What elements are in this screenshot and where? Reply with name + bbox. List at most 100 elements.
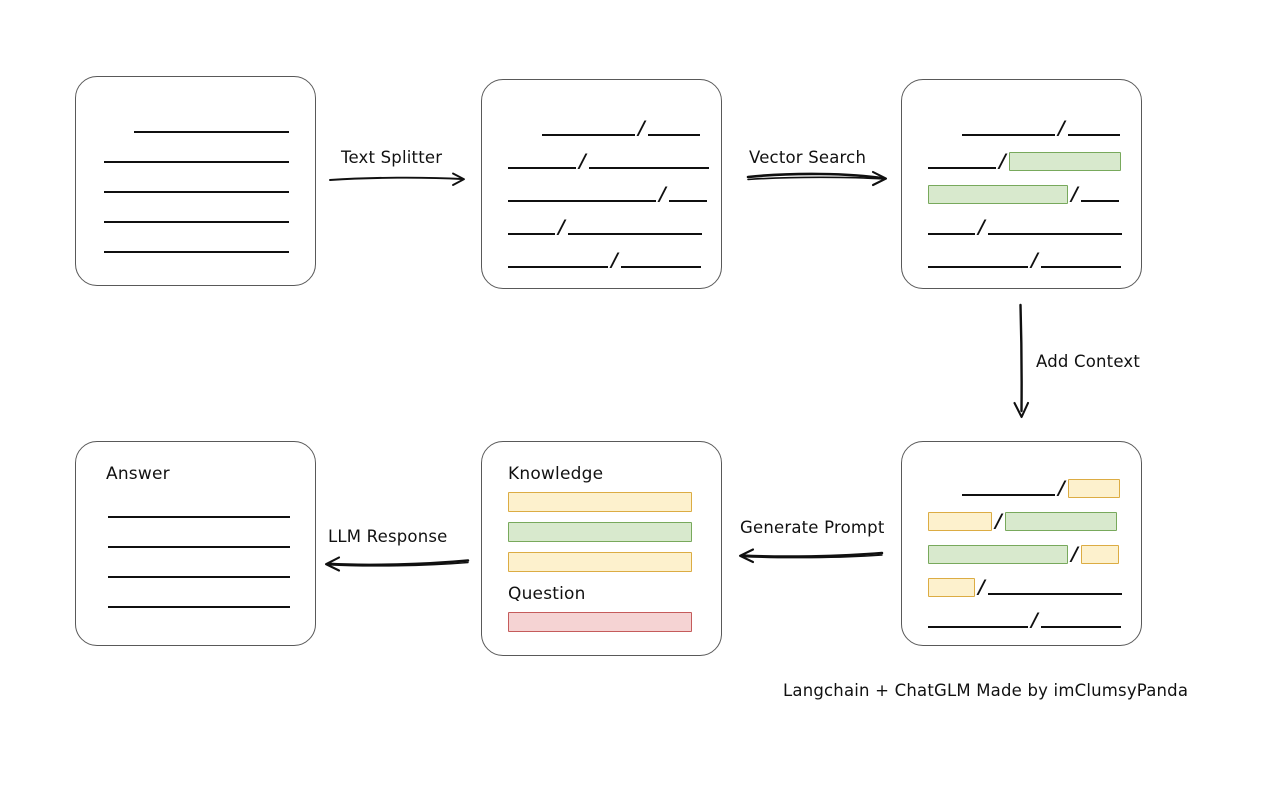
doc-row: / xyxy=(542,118,700,138)
chunk-separator-slash: / xyxy=(1071,183,1078,205)
chunk-highlight-yellow xyxy=(928,511,992,531)
doc-row: / xyxy=(962,478,1120,498)
text-line xyxy=(108,576,290,578)
doc-row xyxy=(134,115,289,135)
doc-row: / xyxy=(508,250,701,270)
text-line xyxy=(647,134,700,136)
arrow-text-splitter xyxy=(329,172,465,186)
text-line xyxy=(987,233,1122,235)
footer-credit: Langchain + ChatGLM Made by imClumsyPand… xyxy=(783,681,1189,700)
arrow-generate-prompt xyxy=(738,548,884,564)
generated-prompt-box[interactable]: Knowledge Question xyxy=(481,441,722,656)
chunk-separator-slash: / xyxy=(978,216,985,238)
chunk-separator-slash: / xyxy=(558,216,565,238)
chunk-separator-slash: / xyxy=(638,117,645,139)
knowledge-bar-2 xyxy=(508,522,692,542)
doc-row xyxy=(104,235,289,255)
context-added-box[interactable]: / / / / / xyxy=(901,441,1142,646)
edge-label-add-context: Add Context xyxy=(1036,352,1141,371)
chunk-separator-slash: / xyxy=(1031,609,1038,631)
doc-row: / xyxy=(928,511,1117,531)
text-line xyxy=(104,251,289,253)
question-bar-1 xyxy=(508,612,692,632)
doc-row: / xyxy=(962,118,1120,138)
edge-label-llm-response: LLM Response xyxy=(328,527,448,546)
arrow-vector-search xyxy=(746,170,888,187)
chunk-highlight-yellow xyxy=(1067,478,1120,498)
chunk-separator-slash: / xyxy=(1071,543,1078,565)
doc-row: / xyxy=(928,151,1121,171)
text-line xyxy=(1040,626,1121,628)
knowledge-label: Knowledge xyxy=(508,464,604,484)
edge-label-generate-prompt: Generate Prompt xyxy=(740,518,885,537)
text-line xyxy=(508,233,555,235)
text-line xyxy=(108,606,290,608)
chunk-separator-slash: / xyxy=(1058,477,1065,499)
text-line xyxy=(1080,200,1119,202)
text-line xyxy=(668,200,707,202)
chunk-separator-slash: / xyxy=(995,510,1002,532)
chunk-highlight-green xyxy=(928,544,1068,564)
text-line xyxy=(928,266,1028,268)
knowledge-bar-3 xyxy=(508,552,692,572)
text-line xyxy=(508,200,656,202)
chunk-highlight-green xyxy=(1008,151,1121,171)
edge-label-text-splitter: Text Splitter xyxy=(341,148,443,167)
arrow-add-context xyxy=(1013,303,1030,419)
answer-box[interactable]: Answer xyxy=(75,441,316,646)
doc-row: / xyxy=(508,151,709,171)
chunk-separator-slash: / xyxy=(611,249,618,271)
text-line xyxy=(134,131,289,133)
doc-row xyxy=(108,560,290,580)
doc-row: / xyxy=(928,544,1119,564)
text-line xyxy=(108,546,290,548)
doc-row: / xyxy=(508,217,702,237)
doc-row xyxy=(108,500,290,520)
chunk-separator-slash: / xyxy=(999,150,1006,172)
vector-search-results-box[interactable]: / / / / / xyxy=(901,79,1142,289)
text-line xyxy=(104,191,289,193)
edge-label-vector-search: Vector Search xyxy=(749,148,867,167)
chunk-separator-slash: / xyxy=(659,183,666,205)
text-line xyxy=(104,221,289,223)
chunk-separator-slash: / xyxy=(579,150,586,172)
text-line xyxy=(962,494,1055,496)
doc-row xyxy=(104,145,289,165)
answer-title: Answer xyxy=(106,464,170,484)
chunk-separator-slash: / xyxy=(1058,117,1065,139)
doc-row: / xyxy=(928,184,1119,204)
doc-row xyxy=(104,175,289,195)
chunk-highlight-yellow xyxy=(1080,544,1119,564)
doc-row: / xyxy=(928,577,1122,597)
text-line xyxy=(508,167,576,169)
doc-row xyxy=(108,530,290,550)
doc-row: / xyxy=(508,184,707,204)
text-line xyxy=(620,266,701,268)
chunk-highlight-green xyxy=(928,184,1068,204)
text-line xyxy=(1040,266,1121,268)
doc-row xyxy=(108,590,290,610)
knowledge-bar-1 xyxy=(508,492,692,512)
text-line xyxy=(542,134,635,136)
arrow-llm-response xyxy=(324,556,470,572)
chunk-separator-slash: / xyxy=(978,576,985,598)
doc-row: / xyxy=(928,250,1121,270)
text-line xyxy=(928,626,1028,628)
text-line xyxy=(928,167,996,169)
text-line xyxy=(108,516,290,518)
source-document-box[interactable] xyxy=(75,76,316,286)
text-line xyxy=(567,233,702,235)
doc-row xyxy=(104,205,289,225)
chunk-highlight-yellow xyxy=(928,577,975,597)
doc-row: / xyxy=(928,217,1122,237)
chunk-highlight-green xyxy=(1004,511,1117,531)
text-line xyxy=(928,233,975,235)
text-line xyxy=(987,593,1122,595)
doc-row: / xyxy=(928,610,1121,630)
text-line xyxy=(104,161,289,163)
question-label: Question xyxy=(508,584,586,604)
text-line xyxy=(962,134,1055,136)
chunk-separator-slash: / xyxy=(1031,249,1038,271)
split-chunks-box[interactable]: / / / / / xyxy=(481,79,722,289)
